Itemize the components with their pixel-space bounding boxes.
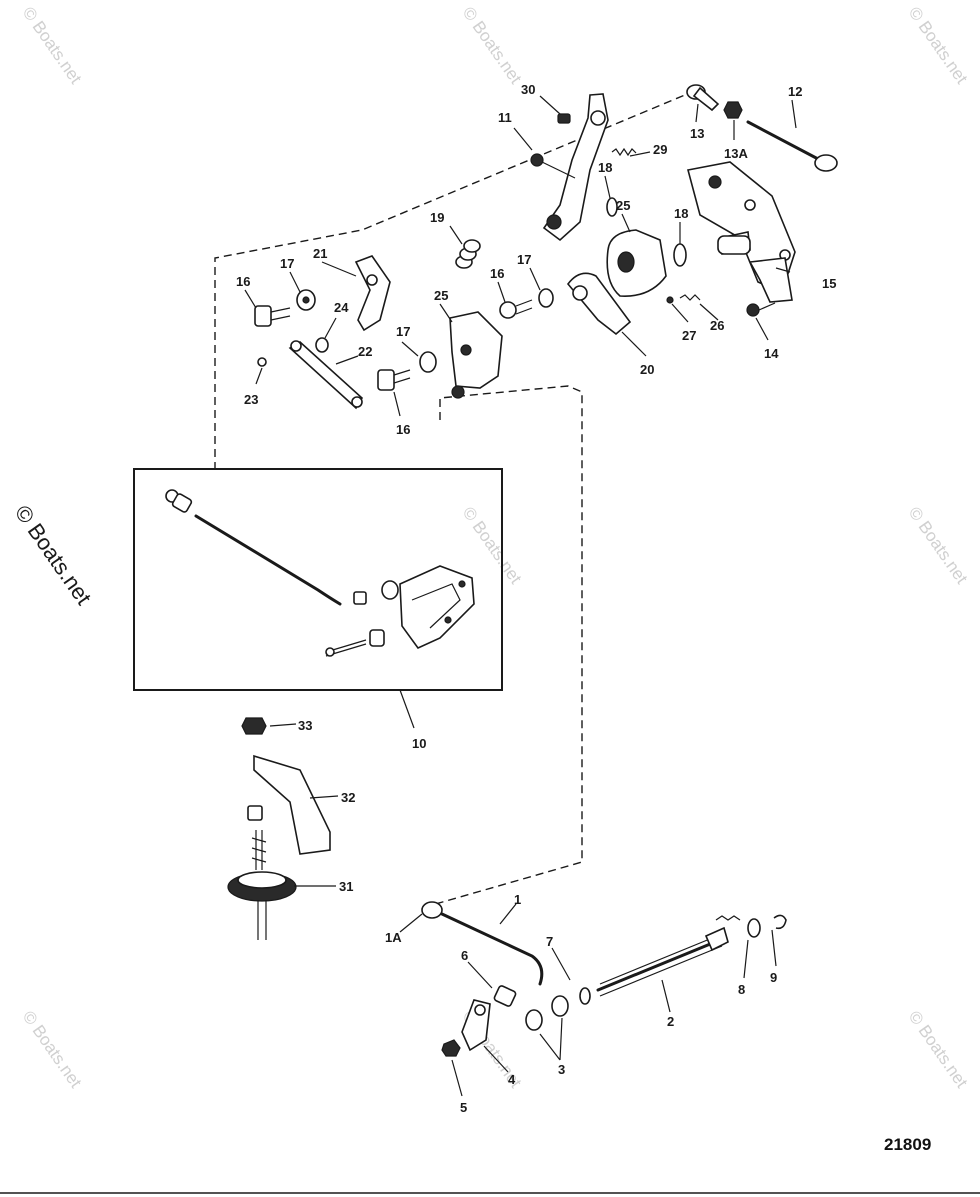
callout-31: 31 — [339, 879, 353, 894]
callout-30: 30 — [521, 82, 535, 97]
callout-19: 19 — [430, 210, 444, 225]
clip-23 — [257, 357, 267, 367]
link-22 — [288, 341, 364, 410]
callout-18-upper: 18 — [598, 160, 612, 175]
link-rod-12 — [746, 120, 822, 162]
callout-27: 27 — [682, 328, 696, 343]
lever-11 — [542, 93, 609, 242]
callout-20: 20 — [640, 362, 654, 377]
figure-number: 21809 — [884, 1135, 931, 1154]
washer-8 — [747, 918, 761, 938]
leader-10 — [399, 689, 415, 729]
washer-18-right — [673, 243, 687, 267]
callout-4: 4 — [508, 1072, 516, 1087]
callout-22: 22 — [358, 344, 372, 359]
callout-15: 15 — [822, 276, 836, 291]
callouts-upper: 30 11 13 12 13A 29 18 18 19 25 21 17 17 … — [236, 82, 836, 437]
callout-25-right: 25 — [616, 198, 630, 213]
callout-18-right: 18 — [674, 206, 688, 221]
washer-7 — [579, 987, 591, 1005]
callout-16-bottom: 16 — [396, 422, 410, 437]
nut-5 — [441, 1039, 461, 1057]
callout-25-left: 25 — [434, 288, 448, 303]
pin-26 — [679, 294, 701, 301]
linkage-shaft-assembly — [421, 901, 787, 1057]
screw-11 — [530, 153, 544, 167]
spring-29 — [611, 147, 637, 157]
callout-11: 11 — [498, 110, 512, 125]
bracket-32 — [253, 754, 331, 855]
bushing-3b — [551, 995, 569, 1017]
callout-12: 12 — [788, 84, 802, 99]
callout-21: 21 — [313, 246, 327, 261]
callouts-lower: 1 1A 7 6 2 8 9 3 4 5 — [385, 892, 777, 1115]
spring-19 — [455, 239, 481, 269]
shaft-2 — [596, 938, 722, 992]
watermark-mid-right: © Boats.net — [905, 503, 972, 587]
watermark-top-left: © Boats.net — [19, 3, 86, 87]
ball-27 — [666, 296, 674, 304]
boxed-assembly-10 — [133, 468, 503, 691]
callout-7: 7 — [546, 934, 553, 949]
throttle-lever-assembly — [254, 84, 838, 410]
screw-14 — [746, 303, 760, 317]
watermark-left-large: © Boats.net — [10, 501, 97, 610]
watermark-bottom-left: © Boats.net — [19, 1007, 86, 1091]
lever-21 — [354, 255, 391, 332]
washer-17-middle — [538, 288, 554, 308]
callout-23: 23 — [244, 392, 258, 407]
callout-16-left: 16 — [236, 274, 250, 289]
screw-16-left — [254, 305, 272, 327]
callout-29: 29 — [653, 142, 667, 157]
assembly-box — [133, 468, 503, 691]
callout-16-middle: 16 — [490, 266, 504, 281]
callout-10: 10 — [412, 736, 426, 751]
callout-6: 6 — [461, 948, 468, 963]
callout-24: 24 — [334, 300, 349, 315]
clip-24 — [315, 337, 329, 353]
watermark-bottom-right: © Boats.net — [905, 1007, 972, 1091]
leader-lines-lower-left — [269, 723, 339, 887]
callout-9: 9 — [770, 970, 777, 985]
cam-25-right — [606, 229, 667, 297]
rod-1 — [440, 912, 544, 986]
callout-5: 5 — [460, 1100, 467, 1115]
fitting-6 — [493, 985, 517, 1007]
choke-diaphragm-assembly — [227, 717, 331, 940]
dashed-link-lines — [214, 91, 693, 906]
nut-13A — [723, 101, 743, 119]
callout-17-bottom: 17 — [396, 324, 410, 339]
callout-33: 33 — [298, 718, 312, 733]
callout-3: 3 — [558, 1062, 565, 1077]
callout-32: 32 — [341, 790, 355, 805]
screw-16-bottom — [377, 369, 395, 391]
callout-14: 14 — [764, 346, 779, 361]
leader-lines-upper — [244, 95, 797, 417]
nut-33 — [241, 717, 267, 735]
screw-16-middle — [499, 301, 517, 319]
bushing-3a — [525, 1009, 543, 1031]
leader-lines-lower — [399, 903, 777, 1097]
governor-cam — [399, 565, 475, 649]
callout-26: 26 — [710, 318, 724, 333]
cam-25-left — [449, 311, 503, 389]
callout-2: 2 — [667, 1014, 674, 1029]
washer-17-bottom — [419, 351, 437, 373]
callout-13: 13 — [690, 126, 704, 141]
watermark-mid-center: © Boats.net — [459, 503, 526, 587]
watermark-top-center: © Boats.net — [459, 3, 526, 87]
callout-1A: 1A — [385, 930, 402, 945]
clip-9 — [773, 914, 787, 930]
watermark-top-right: © Boats.net — [905, 3, 972, 87]
lever-15 — [748, 257, 793, 303]
washer-18-upper — [606, 197, 618, 217]
ball-joint-1A — [421, 901, 443, 919]
callout-17-left: 17 — [280, 256, 294, 271]
callout-17-middle: 17 — [517, 252, 531, 267]
callout-1: 1 — [514, 892, 521, 907]
callout-13A: 13A — [724, 146, 748, 161]
part-30 — [557, 113, 571, 124]
callout-8: 8 — [738, 982, 745, 997]
